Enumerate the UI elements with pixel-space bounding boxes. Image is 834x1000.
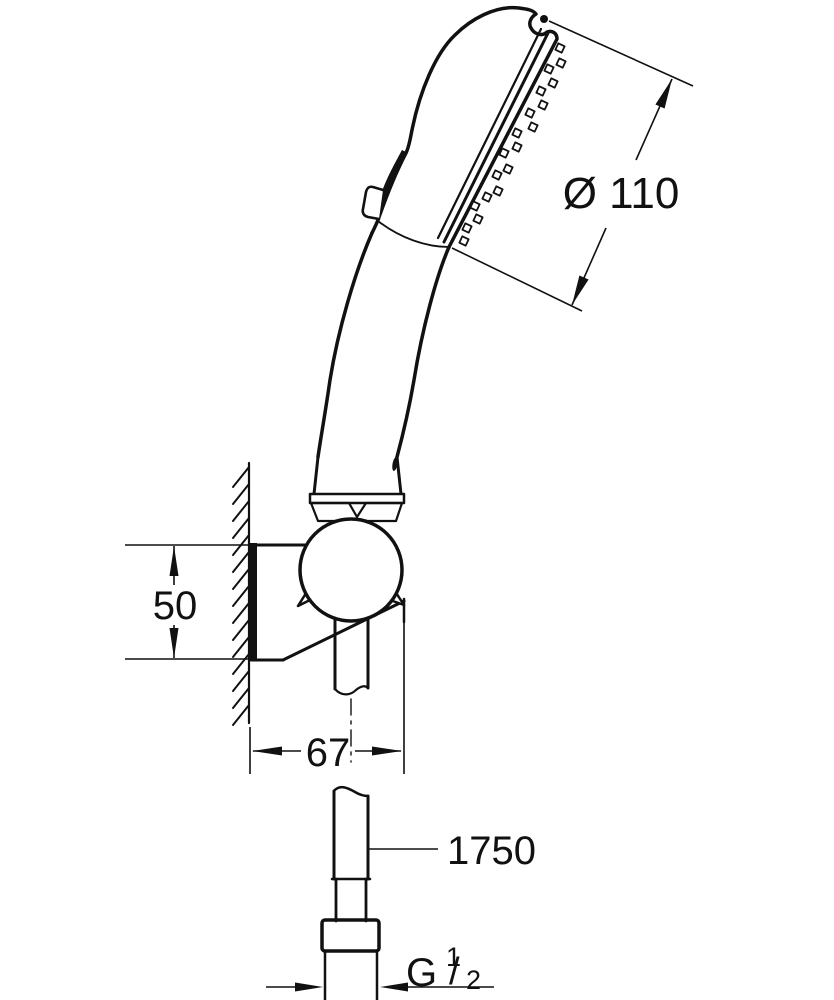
head-diameter-label: Ø 110	[563, 169, 680, 218]
extension-line	[451, 247, 583, 312]
handle-left-edge	[316, 231, 374, 459]
dimension-holder-width: 67	[249, 622, 405, 775]
dimension-holder-height: 50	[125, 544, 251, 660]
shower-hose-lower	[320, 785, 381, 1000]
thread-slash: /	[449, 951, 460, 993]
hose-break-line	[333, 685, 370, 696]
holder-width-label: 67	[306, 731, 351, 775]
arrowhead	[655, 79, 672, 109]
face-rim-outer	[442, 31, 550, 244]
ball-joint	[298, 517, 404, 623]
thread-connector	[323, 949, 379, 1000]
cone-flange	[308, 492, 406, 505]
cone-fitting	[308, 455, 406, 505]
arrowhead	[169, 546, 179, 576]
arrowhead	[572, 275, 589, 305]
dimension-thread-size: G 1 / 2	[266, 942, 494, 995]
shower-hose-upper	[333, 616, 370, 763]
thread-prefix-label: G	[406, 951, 437, 995]
arrowhead	[169, 628, 179, 658]
arrowhead	[380, 982, 408, 992]
thread-denominator-label: 2	[466, 965, 481, 995]
bracket-back-plate	[249, 543, 257, 661]
control-button	[361, 185, 385, 221]
handle-right-edge	[395, 245, 451, 459]
spray-nozzles	[458, 42, 567, 247]
arrowhead	[252, 746, 282, 756]
hose-break-line-lower	[332, 785, 370, 798]
junction-shading	[377, 150, 406, 216]
hand-shower	[308, 5, 567, 523]
thread-numerator-label: 1	[446, 942, 461, 972]
face-rim-inner	[436, 27, 543, 240]
arrowhead	[372, 746, 402, 756]
holder-height-label: 50	[153, 584, 198, 628]
handle-knurled-nut	[309, 501, 404, 523]
wall-bracket	[249, 517, 406, 763]
dimension-hose-length: 1750	[368, 829, 536, 873]
extension-line	[548, 20, 694, 87]
dimension-head-diameter: Ø 110	[451, 20, 694, 312]
pivot-dot	[540, 15, 548, 23]
hose-length-label: 1750	[447, 829, 536, 873]
arrowhead	[295, 982, 323, 992]
head-neck-line	[377, 220, 450, 248]
hose-knurled-nut	[320, 918, 381, 953]
